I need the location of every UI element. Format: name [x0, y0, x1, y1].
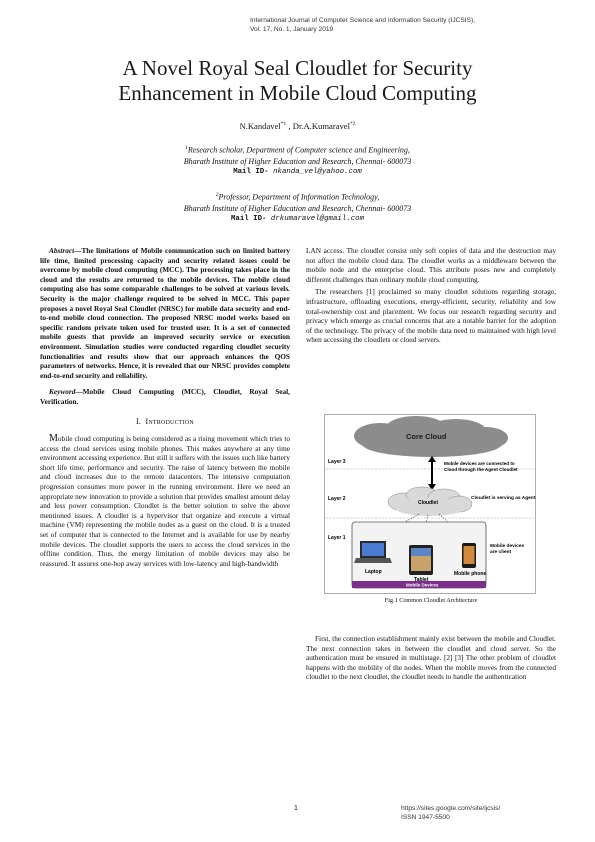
laptop-label: Laptop: [365, 569, 382, 575]
affiliation-1: 1Research scholar, Department of Compute…: [40, 143, 555, 178]
laptop-icon: [354, 541, 392, 563]
mobile-phone-icon: [462, 543, 476, 568]
affiliation-2-institute: Bharath Institute of Higher Education an…: [183, 203, 412, 213]
journal-header: International Journal of Computer Scienc…: [250, 17, 475, 35]
tablet-icon: [409, 545, 433, 575]
email-address-2: drkumaravel@gmail.com: [266, 214, 365, 223]
architecture-diagram: Core Cloud Layer 3 Mobile devices are co…: [324, 414, 536, 594]
journal-volume: Vol. 17, No. 1, January 2019: [250, 25, 334, 33]
journal-url: https://sites.google.com/site/ijcsis/: [401, 805, 501, 812]
devices-note-line-2: are client: [490, 549, 511, 555]
mobile-devices-bar-label: Mobile Devices: [406, 583, 439, 588]
abstract-label: Abstract: [49, 246, 75, 255]
right-column-lower: First, the connection establishment main…: [306, 634, 556, 682]
abstract: Abstract—The limitations of Mobile commu…: [40, 246, 290, 380]
author-2: Dr.A.Kumaravel: [292, 121, 351, 131]
cloudlet-label: Cloudlet: [418, 500, 438, 506]
intro-paragraph-3: First, the connection establishment main…: [306, 634, 556, 682]
author-separator: ,: [286, 121, 293, 131]
affiliation-1-mark: 1: [185, 145, 188, 151]
journal-name: International Journal of Computer Scienc…: [250, 17, 476, 24]
paper-title: A Novel Royal Seal Cloudlet for Security…: [40, 56, 555, 106]
core-cloud-label: Core Cloud: [406, 432, 447, 441]
affiliation-2-mark: 2: [215, 192, 219, 198]
devices-note-line-1: Mobile devices: [490, 543, 524, 549]
tablet-label: Tablet: [414, 577, 429, 583]
title-line-1: A Novel Royal Seal Cloudlet for Security: [122, 56, 473, 80]
keywords: Keyword—Mobile Cloud Computing (MCC), Cl…: [40, 387, 290, 406]
right-column: LAN access. The cloudlet consist only so…: [306, 246, 556, 345]
affiliation-1-email: Mail ID- nkanda_vel@yahoo.com: [40, 167, 555, 178]
author-2-mark: *2: [350, 121, 356, 128]
intro-paragraph-1-continued: LAN access. The cloudlet consist only so…: [306, 246, 556, 284]
affiliation-1-institute: Bharath Institute of Higher Education an…: [183, 156, 412, 166]
keywords-text: —Mobile Cloud Computing (MCC), Cloudlet,…: [40, 387, 290, 406]
intro-paragraph-2: The researchers [1] proclaimed so many c…: [306, 287, 556, 345]
email-address-1: nkanda_vel@yahoo.com: [268, 167, 362, 176]
layer-3-label: Layer 3: [328, 459, 346, 465]
section-title: Introduction: [145, 416, 194, 426]
arrow-note-line-1: Mobile devices are connected to: [444, 461, 515, 466]
left-column: Abstract—The limitations of Mobile commu…: [40, 246, 290, 568]
cloudlet-note: Cloudlet is serving as Agent: [471, 495, 536, 501]
cloudlet-cloud-icon: [387, 486, 473, 516]
footer-info: https://sites.google.com/site/ijcsis/ IS…: [401, 805, 500, 822]
mail-label: Mail ID-: [230, 214, 267, 223]
page-number: 1: [294, 805, 298, 812]
layer-1-label: Layer 1: [328, 535, 346, 541]
mobile-phone-label: Mobile phone: [454, 571, 486, 577]
author-list: N.Kandavel*1 , Dr.A.Kumaravel*2: [40, 121, 555, 131]
title-line-2: Enhancement in Mobile Cloud Computing: [118, 81, 477, 105]
keywords-label: Keyword: [49, 387, 76, 397]
affiliation-2-dept: Professor, Department of Information Tec…: [218, 192, 380, 202]
connection-arrow-icon: [428, 456, 436, 490]
mail-label: Mail ID-: [233, 167, 269, 176]
author-1: N.Kandavel: [239, 121, 281, 131]
author-1-mark: *1: [280, 121, 287, 128]
cloudlet-architecture-figure: Core Cloud Layer 3 Mobile devices are co…: [324, 414, 536, 594]
intro-paragraph-1: Mobile cloud computing is being consider…: [40, 433, 290, 568]
section-number: I.: [136, 416, 142, 426]
issn: ISSN 1947-5500: [401, 813, 450, 821]
layer-2-label: Layer 2: [328, 496, 346, 502]
section-heading: I. Introduction: [40, 417, 290, 427]
affiliation-1-dept: Research scholar, Department of Computer…: [187, 145, 410, 155]
affiliation-2: 2Professor, Department of Information Te…: [40, 190, 555, 225]
abstract-text: —The limitations of Mobile communication…: [40, 246, 290, 380]
core-cloud-icon: [354, 416, 508, 457]
figure-caption: Fig.1 Common Cloudlet Architecture: [384, 597, 478, 604]
arrow-note-line-2: Cloud through the Agent Cloudlet: [444, 467, 518, 472]
affiliation-2-email: Mail ID- drkumaravel@gmail.com: [40, 214, 555, 225]
mobile-devices-bar: [352, 581, 486, 588]
